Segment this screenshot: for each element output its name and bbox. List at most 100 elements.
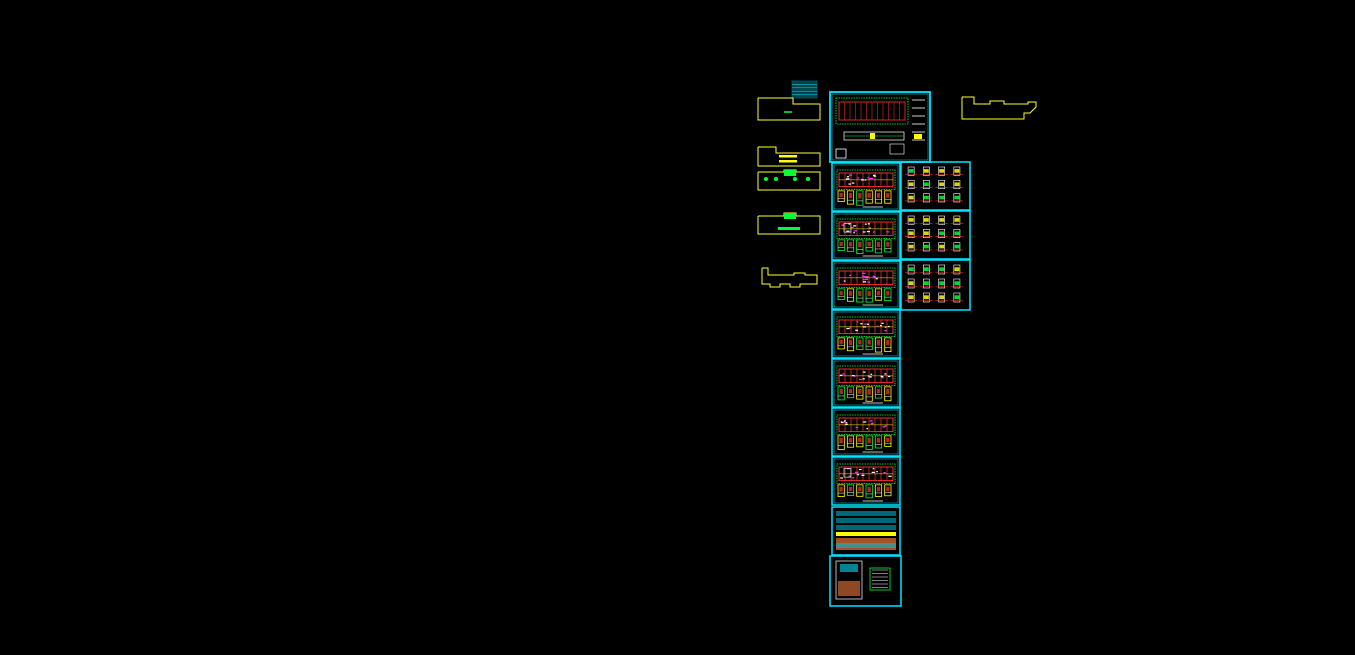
detail-outline bbox=[884, 435, 892, 447]
detail-cell bbox=[920, 215, 933, 225]
plan-annotation bbox=[853, 230, 857, 232]
column-section bbox=[938, 264, 945, 275]
lobed-outline-node bbox=[774, 177, 778, 181]
detail-outline bbox=[846, 239, 855, 252]
plan-annotation bbox=[840, 421, 844, 424]
detail-cell bbox=[920, 242, 933, 252]
detail-fill bbox=[848, 241, 853, 247]
detail-outline bbox=[856, 484, 864, 497]
plan-annotation bbox=[862, 272, 866, 274]
drawing-sheet-elevation bbox=[831, 506, 901, 556]
drawing-sheet-sections bbox=[829, 555, 902, 607]
elevation-floor-line bbox=[836, 532, 896, 536]
detail-block bbox=[856, 435, 864, 448]
detail-cell bbox=[935, 229, 948, 238]
detail-block bbox=[837, 190, 845, 202]
detail-outline bbox=[837, 288, 845, 301]
detail-fill bbox=[867, 339, 871, 345]
stepped-outline bbox=[757, 146, 821, 167]
detail-block bbox=[884, 239, 892, 253]
detail-block bbox=[837, 239, 845, 252]
detail-block bbox=[874, 435, 883, 449]
column-section bbox=[923, 242, 930, 252]
plan-annotation bbox=[870, 373, 873, 375]
column-section bbox=[907, 264, 915, 275]
detail-fill bbox=[876, 339, 881, 346]
plan-annotation bbox=[855, 329, 858, 331]
column-section bbox=[907, 292, 915, 303]
detail-block bbox=[837, 484, 845, 497]
elevation-lower-windows bbox=[836, 543, 896, 548]
detail-block bbox=[846, 239, 855, 252]
section-fill bbox=[939, 195, 945, 200]
plan-annotation bbox=[852, 477, 855, 479]
plan-annotation bbox=[861, 275, 865, 277]
sheet-border bbox=[900, 161, 971, 211]
detail-fill bbox=[867, 290, 871, 297]
plan-dimension-frame bbox=[836, 414, 896, 436]
plan-annotation bbox=[863, 371, 866, 373]
plan-annotation bbox=[872, 468, 875, 470]
detail-fill bbox=[848, 290, 853, 296]
plan-annotation bbox=[849, 327, 852, 329]
detail-fill bbox=[876, 437, 881, 443]
plan-annotation bbox=[861, 474, 865, 476]
detail-fill bbox=[858, 388, 862, 394]
lobed-outline-node bbox=[764, 177, 768, 181]
legend-table-frame bbox=[791, 80, 818, 99]
detail-cell bbox=[905, 292, 918, 303]
detail-block bbox=[846, 288, 855, 302]
section-fill bbox=[923, 169, 929, 173]
section-fill bbox=[954, 218, 960, 222]
sheet-border bbox=[829, 91, 931, 163]
section-fill bbox=[908, 218, 914, 222]
detail-outline bbox=[837, 239, 845, 252]
column-section bbox=[907, 215, 915, 225]
detail-fill bbox=[886, 241, 890, 247]
detail-outline bbox=[856, 435, 864, 448]
column-section bbox=[938, 242, 945, 252]
plan-annotation bbox=[840, 477, 843, 479]
plan-annotation bbox=[846, 178, 850, 180]
detail-cell bbox=[905, 193, 918, 203]
lobed-outline-bar bbox=[778, 227, 800, 230]
plan-annotation bbox=[862, 281, 867, 283]
detail-block bbox=[884, 484, 892, 497]
column-section bbox=[953, 229, 961, 238]
section-room bbox=[840, 564, 858, 572]
plan-annotation bbox=[867, 177, 870, 179]
detail-outline bbox=[874, 484, 883, 497]
floor-plan bbox=[836, 267, 896, 289]
detail-block bbox=[837, 435, 845, 450]
column-section bbox=[923, 180, 930, 189]
plan-annotation bbox=[872, 275, 876, 277]
section-fill bbox=[923, 295, 929, 300]
plan-annotation bbox=[863, 421, 867, 423]
sheet-inner-border bbox=[833, 164, 899, 210]
detail-outline bbox=[874, 239, 883, 254]
plan-annotation bbox=[840, 374, 843, 376]
serrated-outline bbox=[761, 267, 818, 288]
plan-annotation bbox=[860, 323, 863, 325]
detail-block bbox=[837, 288, 845, 301]
detail-block bbox=[837, 386, 845, 401]
section-fill bbox=[923, 182, 929, 187]
column-section bbox=[923, 215, 930, 225]
detail-outline bbox=[884, 288, 892, 302]
plan-annotation bbox=[862, 326, 867, 328]
plan-annotation bbox=[846, 176, 850, 178]
detail-block bbox=[856, 288, 864, 303]
column-section bbox=[923, 229, 930, 238]
detail-fill bbox=[876, 388, 881, 394]
plan-annotation bbox=[840, 421, 843, 423]
plan-dimension-frame bbox=[836, 316, 896, 338]
detail-outline bbox=[837, 337, 845, 350]
detail-cell bbox=[920, 193, 933, 203]
detail-fill bbox=[858, 192, 862, 199]
section-core bbox=[870, 133, 875, 139]
detail-block bbox=[865, 435, 873, 450]
plan-annotation bbox=[880, 375, 884, 378]
column-section bbox=[907, 229, 915, 238]
